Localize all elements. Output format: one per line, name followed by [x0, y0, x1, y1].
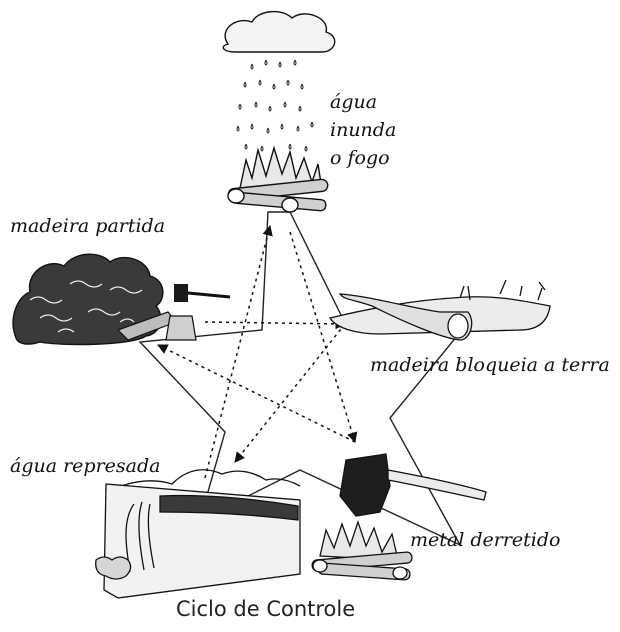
axe-icon [174, 284, 230, 302]
splash-rocks [96, 557, 131, 579]
rain-cloud-illustration [223, 12, 334, 151]
label-madeira-bloqueia: madeira bloqueia a terra [370, 353, 610, 377]
control-arrows [158, 226, 355, 478]
label-agua-represada: água represada [10, 454, 160, 478]
arrow-fire-to-metal [290, 232, 355, 442]
log-end [448, 314, 468, 338]
diagram-caption: Ciclo de Controle [176, 597, 355, 621]
dammed-water-illustration [96, 470, 300, 598]
arrow-earth-to-water [235, 324, 345, 462]
arrow-metal-to-wood [158, 345, 355, 442]
label-agua-line3: o fogo [330, 146, 390, 170]
cloud-icon [223, 12, 334, 52]
arrow-water-to-fire [205, 226, 270, 478]
label-agua-line1: água [330, 90, 377, 114]
label-madeira-partida: madeira partida [10, 214, 165, 238]
axe-head-icon [340, 454, 390, 516]
label-agua-line2: inunda [330, 118, 396, 142]
wood-bush-illustration [13, 254, 230, 344]
arrow-wood-to-earth [205, 322, 345, 324]
log-on-earth-illustration [330, 280, 550, 340]
axe-handle [388, 470, 486, 500]
label-metal-derretido: metal derretido [410, 528, 560, 552]
raindrops-icon [237, 60, 313, 151]
tree-stump [166, 316, 196, 340]
campfire-top-illustration [228, 148, 329, 212]
